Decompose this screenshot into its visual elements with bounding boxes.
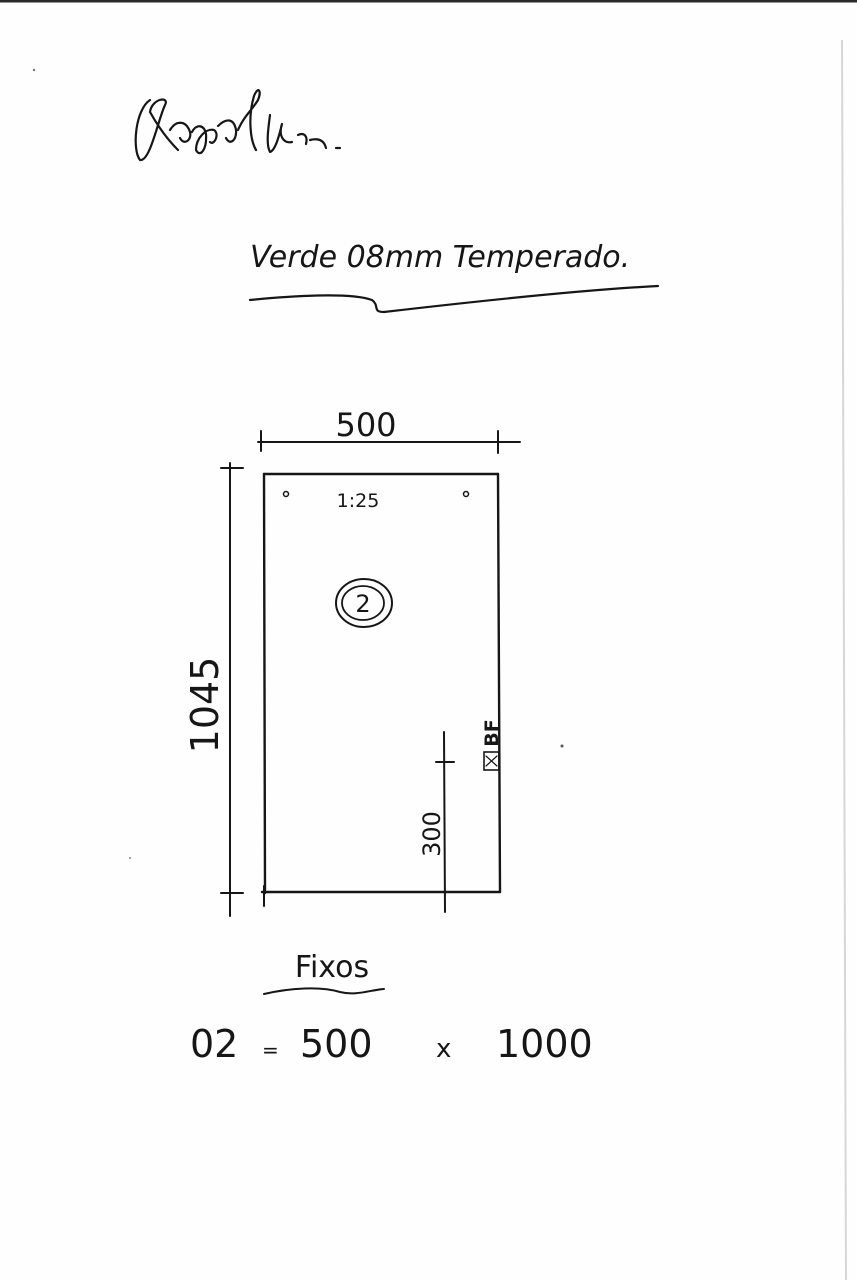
hole-left-icon <box>282 490 290 498</box>
times-sign: x <box>436 1034 451 1064</box>
width-dimension: 500 <box>257 406 521 454</box>
latch-label: BF <box>481 719 503 746</box>
latch-box-icon <box>483 751 500 771</box>
type-underline <box>263 987 385 995</box>
latch-offset-label: 300 <box>418 811 446 857</box>
title-underline <box>248 284 660 314</box>
glass-spec-title: Verde 08mm Temperado. <box>250 240 630 275</box>
equals-sign: = <box>262 1038 279 1062</box>
glass-type-label: Fixos <box>295 950 369 985</box>
latch-dimension: 300 <box>418 731 455 913</box>
scan-speck <box>560 744 564 748</box>
hole-right-icon <box>462 490 470 498</box>
footer-width-value: 500 <box>300 1022 373 1066</box>
width-label: 500 <box>335 406 396 444</box>
height-label: 1045 <box>183 657 227 754</box>
quantity-value: 02 <box>190 1022 238 1066</box>
piece-number: 2 <box>355 590 370 618</box>
hole-spacing-label: 1:25 <box>337 490 380 512</box>
scan-speck <box>129 857 131 859</box>
piece-number-badge: 2 <box>335 578 393 628</box>
glass-panel <box>260 472 502 907</box>
scan-right-edge <box>841 39 847 1280</box>
scan-speck <box>32 68 36 72</box>
latch-marker: BF <box>481 719 503 771</box>
signature <box>134 89 342 162</box>
quantity-line: 02 = 500 x 1000 <box>190 1022 593 1066</box>
footer-height-value: 1000 <box>496 1022 593 1066</box>
height-dimension: 1045 <box>183 462 244 917</box>
